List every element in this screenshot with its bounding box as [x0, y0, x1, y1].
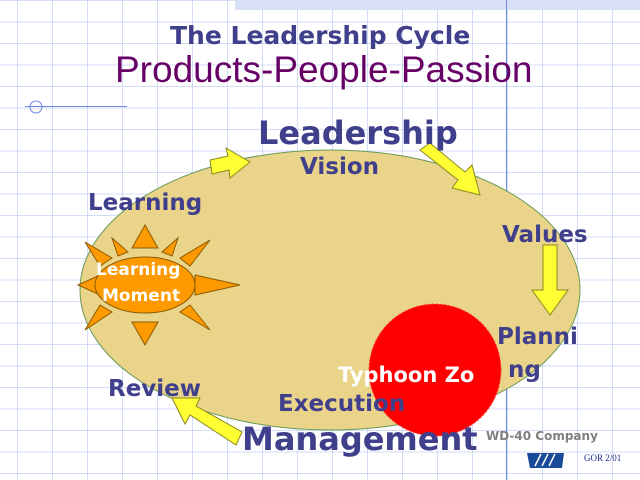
arrow-icon	[171, 397, 243, 446]
label-typhoon-zone: Typhoon Zo	[338, 363, 475, 387]
label-planning: Planni	[497, 324, 578, 350]
label-leadership: Leadership	[258, 114, 458, 152]
sun-icon	[76, 223, 241, 347]
label-vision: Vision	[300, 154, 380, 180]
slide-code: GOR 2/01	[584, 453, 622, 463]
guide-circle	[29, 100, 43, 114]
label-review: Review	[108, 376, 202, 402]
arrow-icon	[531, 244, 569, 316]
arrow-icon	[419, 142, 481, 196]
label-values: Values	[502, 222, 588, 248]
label-planning-2: ng	[508, 357, 541, 383]
guide-line	[25, 106, 127, 107]
label-management: Management	[242, 420, 478, 458]
title: The Leadership Cycle	[170, 21, 471, 50]
company-name: WD-40 Company	[486, 429, 598, 443]
label-learning-moment-2: Moment	[102, 286, 181, 306]
label-execution: Execution	[278, 391, 406, 417]
subtitle: Products-People-Passion	[115, 49, 533, 90]
top-band	[235, 0, 640, 10]
wd40-logo	[527, 453, 564, 468]
typhoon-zone-circle	[368, 303, 502, 437]
label-learning: Learning	[88, 190, 203, 216]
arrow-icon	[209, 146, 251, 179]
label-learning-moment: Learning	[96, 260, 181, 280]
